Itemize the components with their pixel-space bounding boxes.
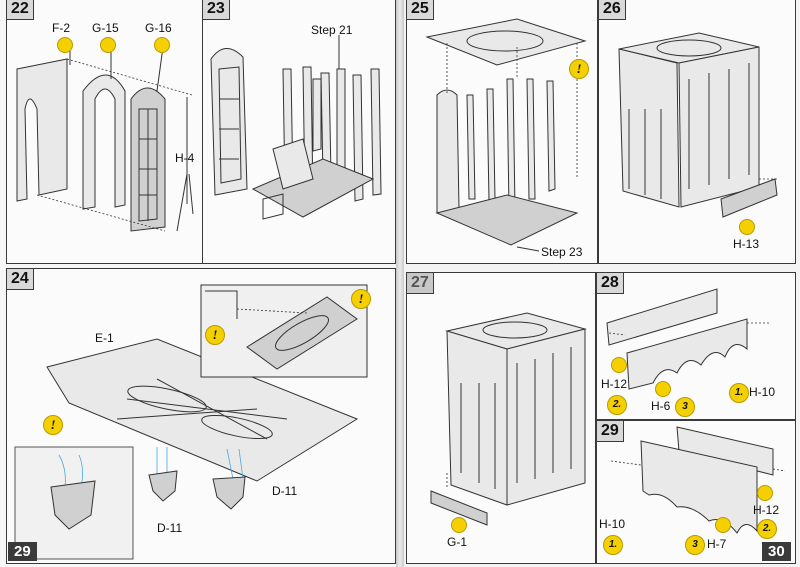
- step-27-illustration: [430, 312, 587, 526]
- label-d11-b: D-11: [272, 484, 298, 498]
- page-number-right: 30: [762, 542, 791, 561]
- step-27-panel: 27 G-1: [406, 272, 596, 564]
- callout-dot: [451, 517, 467, 533]
- label-h6: H-6: [651, 399, 671, 413]
- callout-dot: [715, 517, 731, 533]
- label-h4: H-4: [175, 151, 195, 165]
- label-step23: Step 23: [541, 245, 583, 259]
- step-22-panel: 22 F-2 G-15 G-16 H-4: [6, 0, 204, 264]
- label-h7: H-7: [707, 537, 727, 551]
- step-23-illustration: [210, 35, 382, 220]
- step-number: 22: [7, 0, 34, 20]
- step-25-panel: 25 ! Step 23: [406, 0, 598, 264]
- label-d11-a: D-11: [157, 521, 183, 535]
- callout-dot: [100, 37, 116, 53]
- step-number: 23: [203, 0, 230, 20]
- step-number: 26: [599, 0, 626, 20]
- warning-icon: !: [569, 59, 589, 79]
- label-h12: H-12: [601, 377, 628, 391]
- step-number: 25: [407, 0, 434, 20]
- step-26-illustration: [618, 32, 778, 218]
- step-24-illustration: [14, 284, 368, 560]
- step-28-illustration: [606, 288, 769, 390]
- step-24-panel: 24 E-1 D-11 D-11 ! ! !: [6, 268, 396, 564]
- warning-icon: !: [205, 325, 225, 345]
- step-number: 29: [597, 421, 624, 442]
- step-29-panel: 29 H-10 1. 3 H-7 H-12 2.: [596, 420, 796, 564]
- book-gutter: [396, 0, 404, 567]
- callout-dot: [57, 37, 73, 53]
- callout-dot: [154, 37, 170, 53]
- label-g15: G-15: [92, 21, 119, 35]
- callout-dot: [655, 381, 671, 397]
- label-h10: H-10: [749, 385, 776, 399]
- warning-icon: !: [351, 289, 371, 309]
- label-g1: G-1: [447, 535, 468, 549]
- step-number: 27: [407, 273, 434, 294]
- callout-dot: [739, 219, 755, 235]
- label-h10: H-10: [599, 517, 626, 531]
- step-number: 28: [597, 273, 624, 294]
- step-25-illustration: [425, 18, 587, 252]
- step-22-illustration: [16, 46, 194, 232]
- warning-icon: !: [43, 415, 63, 435]
- label-g16: G-16: [145, 21, 172, 35]
- callout-dot: [611, 357, 627, 373]
- step-26-panel: 26 H-13: [598, 0, 796, 264]
- label-f2: F-2: [52, 21, 70, 35]
- step-29-illustration: [610, 426, 786, 534]
- callout-dot: [757, 485, 773, 501]
- order-badge: 2.: [607, 395, 627, 415]
- label-step21: Step 21: [311, 23, 353, 37]
- step-28-panel: 28 H-12 2. H-6 3 1. H-10: [596, 272, 796, 420]
- order-badge: 3: [675, 397, 695, 417]
- order-badge: 2.: [757, 519, 777, 539]
- label-e1: E-1: [95, 331, 114, 345]
- order-badge: 1.: [729, 383, 749, 403]
- label-h12: H-12: [753, 503, 780, 517]
- order-badge: 1.: [603, 535, 623, 555]
- order-badge: 3: [685, 535, 705, 555]
- step-number: 24: [7, 269, 34, 290]
- page-number-left: 29: [8, 542, 37, 561]
- step-23-panel: 23 Step 21: [202, 0, 396, 264]
- label-h13: H-13: [733, 237, 760, 251]
